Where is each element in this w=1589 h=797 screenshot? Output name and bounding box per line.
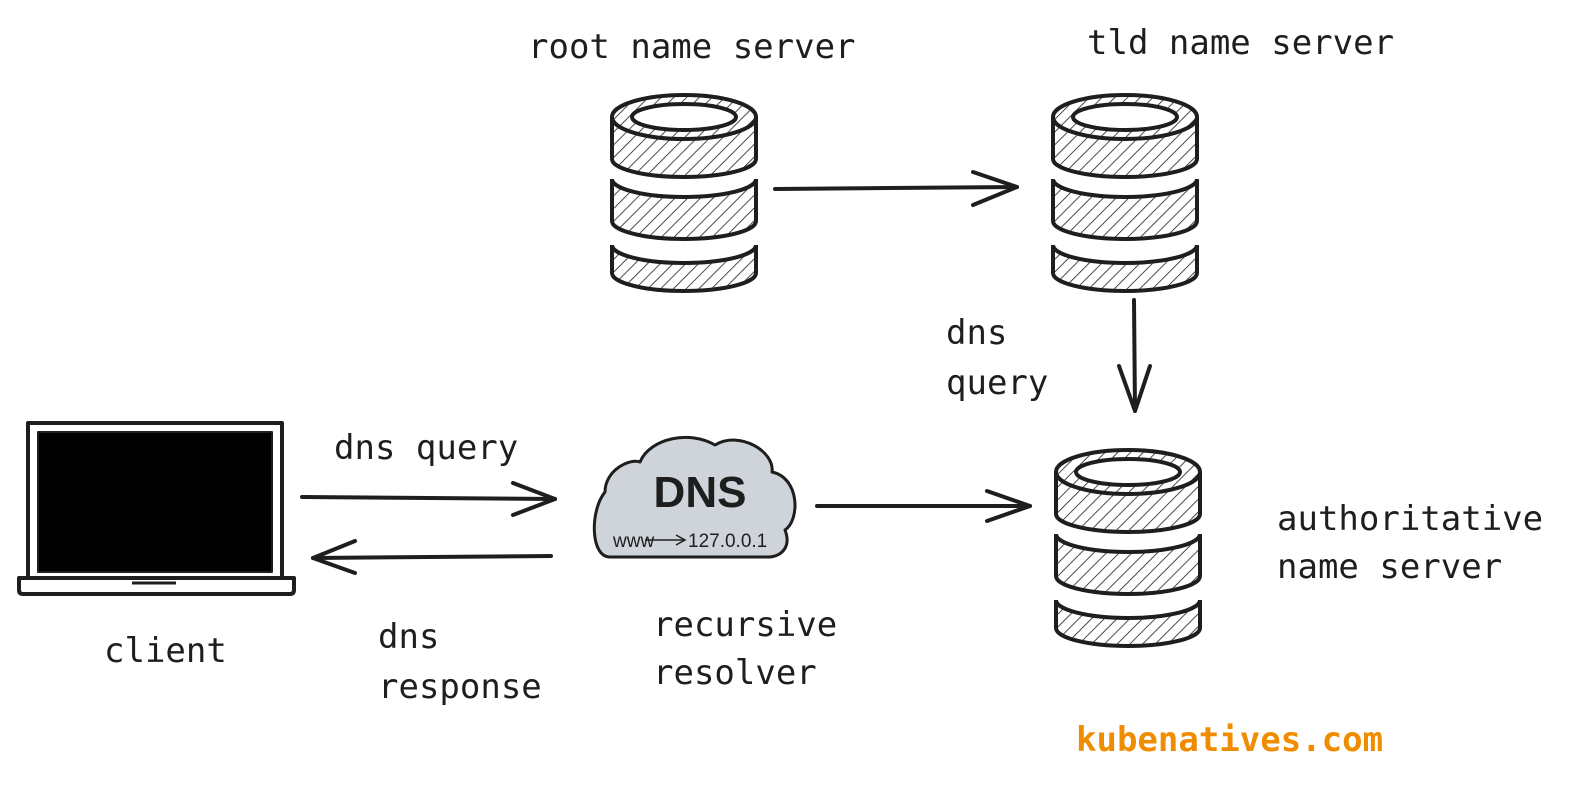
authoritative-label-line1: authoritative <box>1277 499 1544 539</box>
client-label: client <box>104 631 227 671</box>
root-server-label: root name server <box>528 27 856 67</box>
arrow-resolver-to-client <box>311 539 553 575</box>
dns-query-client-label: dns query <box>334 428 519 468</box>
arrow-root-to-tld <box>773 170 1019 207</box>
resolver-label-line1: recursive <box>653 605 838 645</box>
dns-query-vertical-label-line2: query <box>946 363 1049 403</box>
brand-watermark[interactable]: kubenatives.com <box>1076 720 1384 760</box>
dns-response-label-line1: dns <box>378 617 440 657</box>
authoritative-label-line2: name server <box>1277 547 1503 587</box>
resolver-label-line2: resolver <box>653 653 817 693</box>
authoritative-server-icon <box>1054 448 1202 648</box>
dns-query-vertical-label-line1: dns <box>946 313 1008 353</box>
root-server-icon <box>610 93 758 293</box>
tld-server-label: tld name server <box>1087 23 1395 63</box>
laptop-icon <box>17 421 296 596</box>
dns-cloud-title: DNS <box>654 468 747 517</box>
arrow-resolver-to-authoritative <box>815 489 1032 523</box>
dns-response-label-line2: response <box>378 667 542 707</box>
mapping-arrowhead-icon <box>675 534 687 546</box>
dns-cloud-icon: DNS www 127.0.0.1 <box>592 436 797 559</box>
tld-server-icon <box>1051 93 1199 293</box>
arrow-tld-to-authoritative <box>1117 298 1152 413</box>
dns-cloud-mapping-to: 127.0.0.1 <box>688 531 767 552</box>
dns-cloud-mapping-from: www <box>612 531 654 552</box>
arrow-client-to-resolver <box>300 481 557 517</box>
